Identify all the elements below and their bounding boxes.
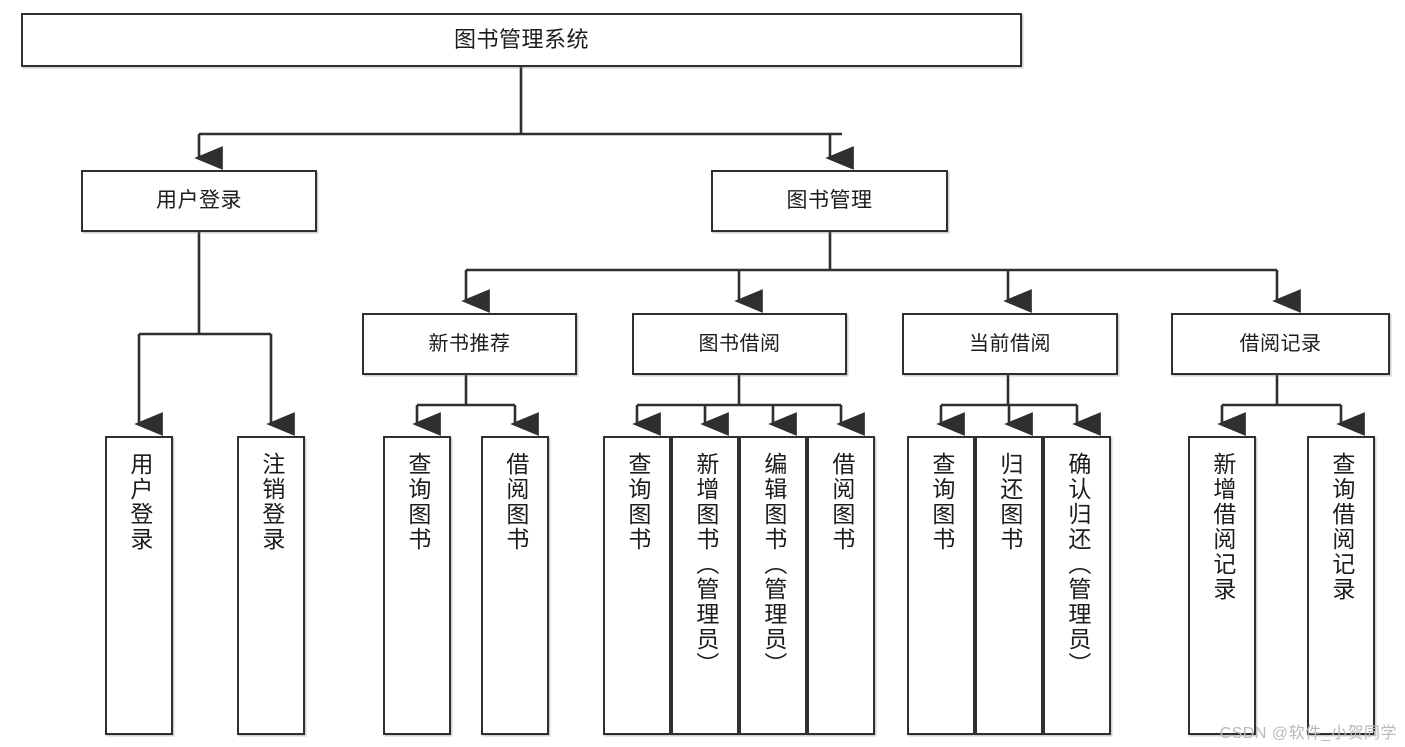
- leaf-add-borrow-record[interactable]: 新增借阅记录: [1188, 436, 1256, 735]
- leaf-add-book-admin[interactable]: 新增图书（管理员）: [671, 436, 739, 735]
- node-label: 编辑图书（管理员）: [760, 452, 787, 677]
- node-label: 图书管理系统: [453, 27, 589, 53]
- node-label: 新增图书（管理员）: [692, 452, 719, 677]
- node-label: 查询图书: [928, 452, 955, 552]
- node-label: 查询借阅记录: [1328, 452, 1355, 602]
- node-user-login[interactable]: 用户登录: [81, 170, 317, 232]
- node-borrow-record[interactable]: 借阅记录: [1171, 313, 1390, 375]
- leaf-return-book[interactable]: 归还图书: [975, 436, 1043, 735]
- leaf-query-book-recommend[interactable]: 查询图书: [383, 436, 451, 735]
- node-label: 当前借阅: [969, 332, 1051, 355]
- leaf-edit-book-admin[interactable]: 编辑图书（管理员）: [739, 436, 807, 735]
- node-label: 用户登录: [126, 452, 153, 552]
- node-label: 图书借阅: [698, 332, 781, 355]
- node-root-book-management-system[interactable]: 图书管理系统: [21, 13, 1022, 67]
- leaf-query-book-current[interactable]: 查询图书: [907, 436, 975, 735]
- node-book-management[interactable]: 图书管理: [711, 170, 948, 232]
- leaf-borrow-book[interactable]: 借阅图书: [807, 436, 875, 735]
- node-label: 用户登录: [156, 188, 242, 212]
- node-label: 查询图书: [404, 452, 431, 552]
- node-current-borrow[interactable]: 当前借阅: [902, 313, 1118, 375]
- leaf-borrow-book-recommend[interactable]: 借阅图书: [481, 436, 549, 735]
- leaf-query-book-borrow[interactable]: 查询图书: [603, 436, 671, 735]
- node-label: 借阅图书: [828, 452, 855, 552]
- watermark-csdn: CSDN @软件_小贺同学: [1219, 725, 1397, 742]
- node-label: 注销登录: [258, 452, 285, 552]
- node-label: 图书管理: [786, 188, 873, 212]
- node-label: 新增借阅记录: [1209, 452, 1236, 602]
- node-book-borrow[interactable]: 图书借阅: [632, 313, 847, 375]
- node-label: 借阅图书: [502, 452, 529, 552]
- node-label: 确认归还（管理员）: [1064, 452, 1091, 677]
- leaf-query-borrow-record[interactable]: 查询借阅记录: [1307, 436, 1375, 735]
- leaf-logout[interactable]: 注销登录: [237, 436, 305, 735]
- leaf-user-login[interactable]: 用户登录: [105, 436, 173, 735]
- node-label: 借阅记录: [1239, 332, 1322, 355]
- leaf-confirm-return-admin[interactable]: 确认归还（管理员）: [1043, 436, 1111, 735]
- node-label: 新书推荐: [428, 332, 511, 355]
- node-label: 查询图书: [624, 452, 651, 552]
- node-label: 归还图书: [996, 452, 1023, 552]
- node-new-book-recommend[interactable]: 新书推荐: [362, 313, 577, 375]
